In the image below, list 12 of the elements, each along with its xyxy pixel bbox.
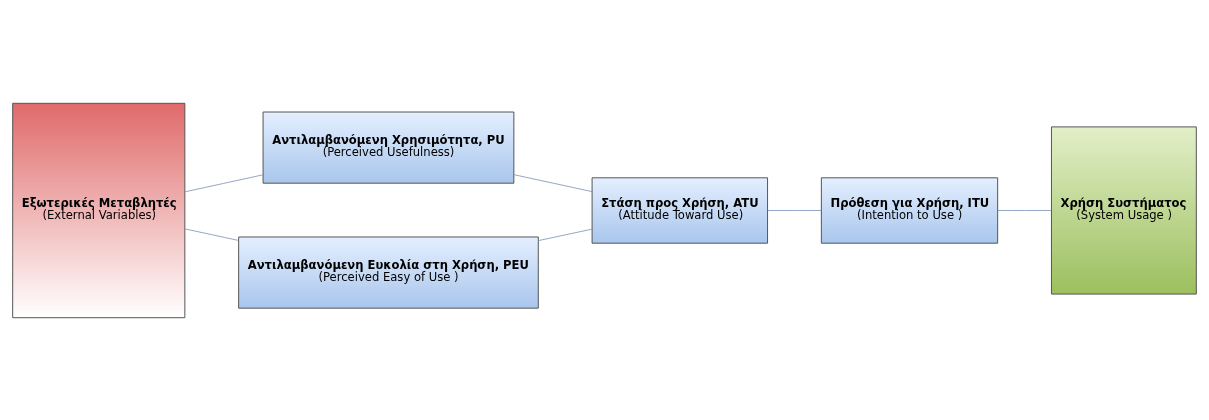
node-box: Αντιλαμβανόμενη Ευκολία στη Χρήση, PEU (Perceived Easy of Use ) <box>238 236 539 309</box>
connector <box>537 228 593 241</box>
connector <box>184 228 239 241</box>
node-box: Πρόθεση για Χρήση, ITU (Intention to Use ) <box>820 176 999 244</box>
connector <box>184 173 264 192</box>
connector <box>513 173 593 192</box>
node-box: Αντιλαμβανόμενη Χρησιμότητα, PU (Perceived Usefulness) <box>262 111 515 184</box>
connector <box>997 209 1052 211</box>
connector <box>767 209 822 211</box>
node-box: Εξωτερικές Μεταβλητές (External Variables) <box>12 102 186 318</box>
node-box: Στάση προς Χρήση, ATU (Attitude Toward Use) <box>591 176 769 244</box>
node-box: Χρήση Συστήματος (System Usage ) <box>1050 125 1197 295</box>
